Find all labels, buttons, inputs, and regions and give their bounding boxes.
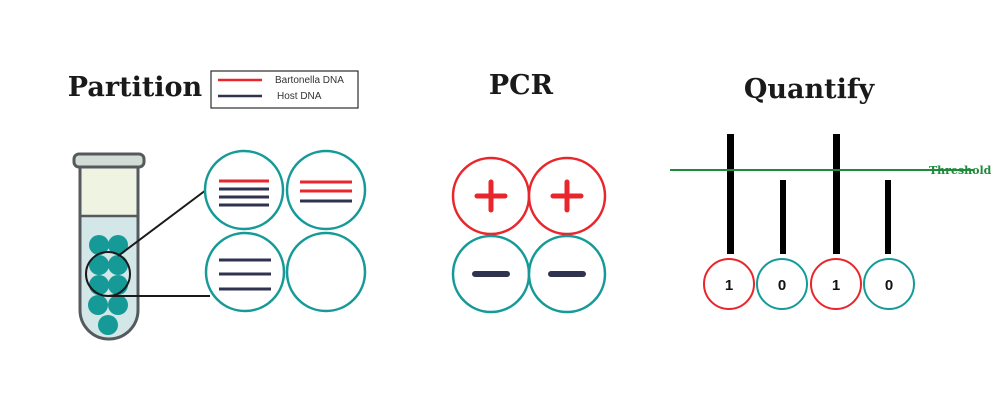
droplet <box>108 295 128 315</box>
quantify-panel: Threshold 1 0 1 0 <box>670 134 992 310</box>
legend-label-bartonella: Bartonella DNA <box>275 75 344 86</box>
count-value: 0 <box>778 277 786 294</box>
partition-droplet-1 <box>203 149 285 231</box>
droplet-outline <box>204 231 286 313</box>
legend: Bartonella DNA Host DNA <box>210 70 359 109</box>
partition-droplets <box>203 149 367 313</box>
droplet <box>89 275 109 295</box>
droplet-outline <box>285 231 367 313</box>
tube-outline <box>78 164 140 341</box>
droplet <box>89 255 109 275</box>
pcr-positive-droplet <box>527 156 607 236</box>
partition-droplet-2 <box>285 149 367 231</box>
signal-bar-2 <box>780 180 786 254</box>
count-value: 0 <box>885 277 893 294</box>
droplet <box>108 255 128 275</box>
pcr-negative-droplet <box>527 234 607 314</box>
count-value: 1 <box>832 277 840 294</box>
droplet <box>89 235 109 255</box>
droplet <box>108 235 128 255</box>
pcr-negative-droplet <box>451 234 531 314</box>
pcr-positive-droplet <box>451 156 531 236</box>
partition-droplet-3 <box>204 231 286 313</box>
signal-bar-1 <box>727 134 734 254</box>
zoom-line-upper <box>117 183 215 257</box>
tube-rim <box>72 152 146 169</box>
count-circle-negative <box>756 258 808 310</box>
signal-bar-3 <box>833 134 840 254</box>
count-circle-negative <box>863 258 915 310</box>
legend-box <box>210 70 359 109</box>
count-circle-positive <box>810 258 862 310</box>
pcr-title: PCR <box>489 70 554 101</box>
quantify-title: Quantify <box>744 74 876 105</box>
legend-label-host: Host DNA <box>277 91 322 102</box>
signal-bar-4 <box>885 180 891 254</box>
partition-droplet-4 <box>285 231 367 313</box>
droplet <box>98 315 118 335</box>
pcr-droplets <box>451 156 607 314</box>
count-circle-positive <box>703 258 755 310</box>
tube-upper-glass <box>80 166 138 216</box>
threshold-label: Threshold <box>929 164 992 177</box>
partition-title: Partition <box>68 72 203 103</box>
test-tube <box>72 152 146 341</box>
count-value: 1 <box>725 277 733 294</box>
droplet <box>108 275 128 295</box>
droplet <box>88 295 108 315</box>
